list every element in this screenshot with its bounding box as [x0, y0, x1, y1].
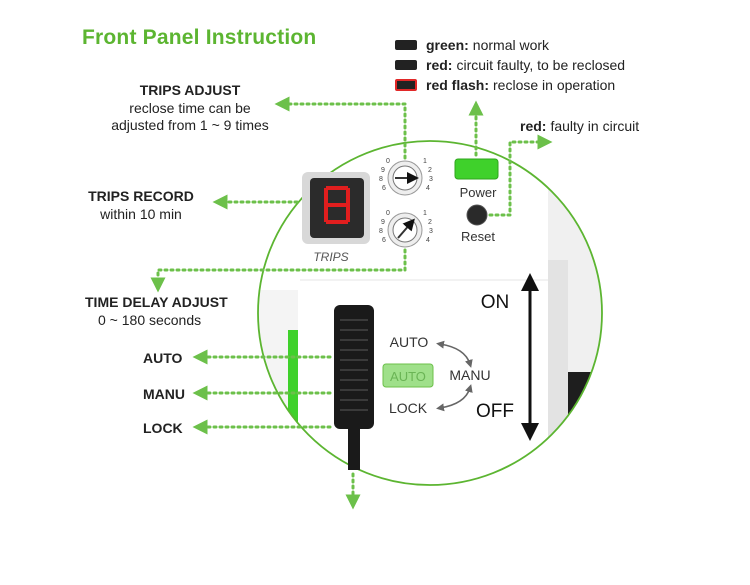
svg-text:1: 1 [423, 158, 427, 165]
legend-red-flash: red flash: reclose in operation [395, 77, 615, 93]
power-led [454, 158, 499, 180]
seven-segment-digit [324, 186, 350, 224]
red-fault-note: red: faulty in circuit [520, 118, 639, 134]
mode-lock-label: LOCK [143, 420, 183, 436]
auto-manu-arrow [436, 340, 473, 368]
on-label: ON [481, 292, 510, 313]
mode-auto-label: AUTO [143, 350, 183, 366]
trips-record-line1: within 10 min [100, 206, 182, 222]
trips-record-label: TRIPS RECORD within 10 min [76, 188, 206, 222]
trips-dial-scale: 09 8 6 12 3 4 [379, 158, 433, 192]
svg-text:3: 3 [429, 176, 433, 183]
mode-manu-label: MANU [143, 386, 185, 402]
manu-lock-arrow [436, 384, 473, 412]
svg-text:3: 3 [429, 228, 433, 235]
legend-text: normal work [472, 37, 550, 53]
trips-display [310, 178, 364, 238]
power-label: Power [460, 185, 498, 200]
svg-text:9: 9 [381, 167, 385, 174]
switch-auto-label: AUTO [390, 334, 429, 350]
svg-text:8: 8 [379, 228, 383, 235]
time-delay-dial[interactable] [387, 212, 423, 248]
svg-text:0: 0 [386, 158, 390, 165]
time-delay-pointer [150, 248, 407, 293]
red-fault-key: red: [520, 118, 547, 134]
svg-text:0: 0 [386, 210, 390, 217]
reset-label: Reset [461, 229, 495, 244]
svg-text:8: 8 [379, 176, 383, 183]
legend-green: green: normal work [395, 37, 549, 53]
legend-text: circuit faulty, to be reclosed [456, 57, 626, 73]
trips-panel-label: TRIPS [313, 250, 348, 264]
svg-text:6: 6 [382, 237, 386, 244]
auto-button-label: AUTO [390, 369, 426, 384]
time-dial-scale: 09 8 6 12 3 4 [379, 210, 433, 244]
trips-record-title: TRIPS RECORD [88, 188, 194, 204]
trips-adjust-line2: adjusted from 1 ~ 9 times [111, 117, 269, 133]
reset-pointer [488, 134, 553, 217]
off-label: OFF [476, 401, 514, 422]
svg-text:4: 4 [426, 185, 430, 192]
svg-text:9: 9 [381, 219, 385, 226]
trips-adjust-title: TRIPS ADJUST [139, 82, 241, 98]
time-delay-label: TIME DELAY ADJUST 0 ~ 180 seconds [85, 294, 265, 328]
time-delay-line1: 0 ~ 180 seconds [98, 312, 202, 328]
switch-manu-label: MANU [449, 367, 490, 383]
switch-lock-label: LOCK [389, 400, 428, 416]
svg-text:2: 2 [428, 167, 432, 174]
trips-adjust-pointer [274, 96, 407, 160]
legend-swatch-green [395, 40, 417, 50]
page-title: Front Panel Instruction [82, 26, 317, 49]
time-delay-title: TIME DELAY ADJUST [85, 294, 228, 310]
mode-switch-lever[interactable] [334, 305, 374, 470]
auto-button[interactable] [382, 363, 434, 388]
reset-button[interactable] [466, 204, 488, 226]
svg-text:6: 6 [382, 185, 386, 192]
legend-red: red: circuit faulty, to be reclosed [395, 57, 625, 73]
trips-adjust-label: TRIPS ADJUST reclose time can be adjuste… [90, 82, 290, 133]
svg-text:2: 2 [428, 219, 432, 226]
svg-text:1: 1 [423, 210, 427, 217]
legend-swatch-red [395, 60, 417, 70]
legend-swatch-red-flash [395, 79, 417, 91]
legend-key: green: [426, 37, 469, 53]
trips-adjust-line1: reclose time can be [129, 100, 251, 116]
legend-key: red: [426, 57, 453, 73]
red-fault-text: faulty in circuit [550, 118, 640, 134]
trips-adjust-dial[interactable] [387, 160, 423, 196]
legend-text: reclose in operation [493, 77, 616, 93]
status-green-strip [288, 330, 298, 426]
legend-key: red flash: [426, 77, 490, 93]
svg-text:4: 4 [426, 237, 430, 244]
